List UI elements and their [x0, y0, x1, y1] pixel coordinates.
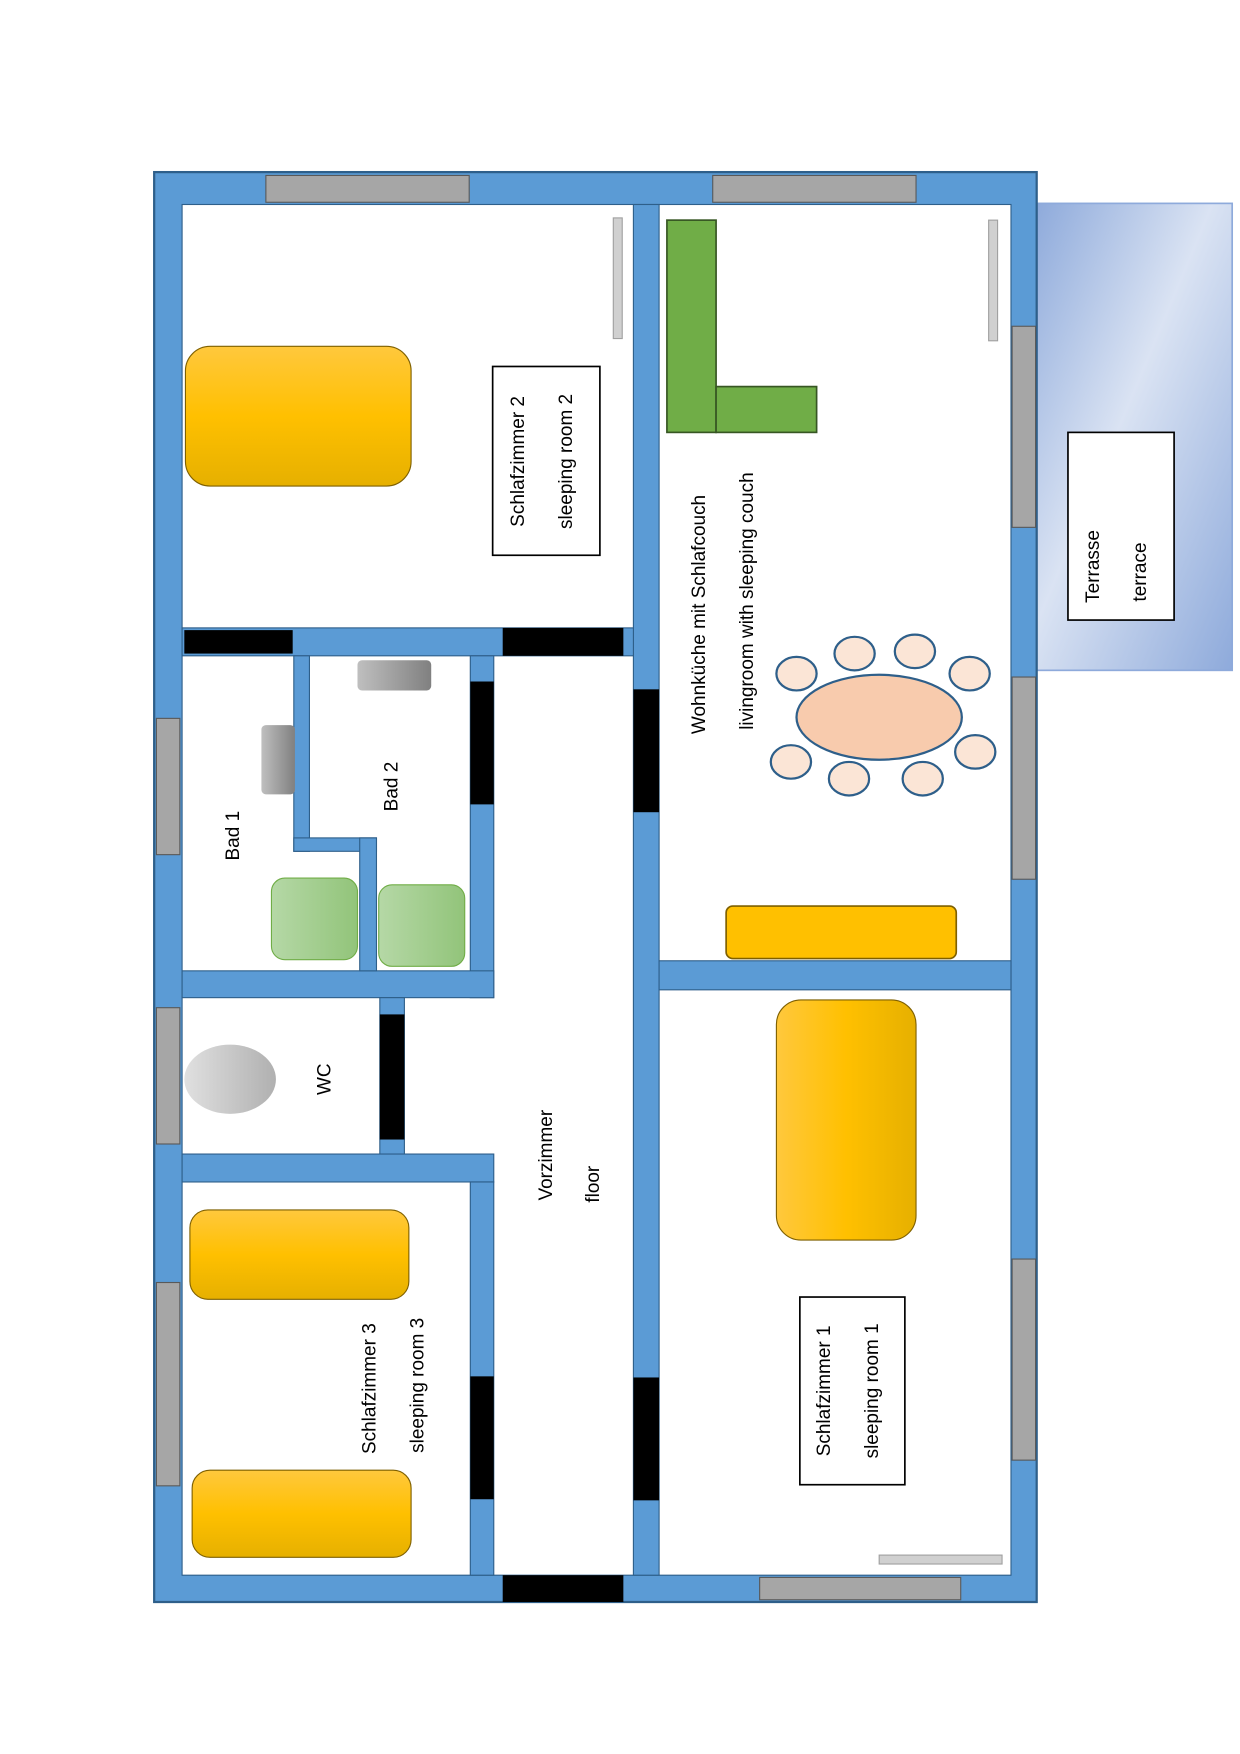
bed-bedroom3-b — [191, 1469, 412, 1558]
bedroom3-label-de: Schlafzimmer 3 — [359, 1323, 380, 1454]
door — [184, 630, 293, 654]
bed-bedroom3-a — [189, 1209, 410, 1300]
chair — [769, 744, 813, 780]
door — [379, 1014, 405, 1140]
bed-bedroom1 — [775, 999, 917, 1241]
label-box-terrace — [1067, 431, 1175, 621]
door — [470, 681, 494, 805]
window — [155, 1281, 181, 1487]
chair — [901, 760, 944, 797]
door — [633, 1377, 660, 1501]
toilet — [184, 1044, 276, 1114]
bedroom1-label-de: Schlafzimmer 1 — [814, 1325, 835, 1456]
terrace-label-de: Terrasse — [1083, 530, 1104, 603]
window — [1011, 676, 1037, 880]
bed-bedroom2 — [184, 345, 412, 487]
bedroom1-label-en: sleeping room 1 — [862, 1323, 883, 1458]
chair — [833, 635, 876, 672]
shower-bath2 — [378, 884, 466, 967]
chair — [954, 734, 997, 770]
bedroom3-label-en: sleeping room 3 — [407, 1318, 428, 1453]
couch-short — [715, 385, 818, 434]
window — [1011, 325, 1037, 528]
radiator — [988, 219, 999, 342]
hall-label-de: Vorzimmer — [536, 1110, 557, 1201]
door — [633, 689, 660, 813]
hall-label-en: floor — [583, 1166, 604, 1203]
window — [759, 1576, 962, 1601]
window — [1011, 1258, 1037, 1461]
kitchen-counter — [725, 905, 958, 960]
entrance-door — [502, 1575, 624, 1603]
chair — [775, 655, 818, 692]
doors — [184, 627, 660, 1603]
dining-set — [769, 633, 997, 797]
couch-long — [666, 219, 717, 434]
wc-label: WC — [315, 1063, 336, 1095]
terrace-label-en: terrace — [1130, 542, 1151, 601]
bedroom2-label-en: sleeping room 2 — [556, 394, 577, 529]
label-box-bedroom1 — [799, 1296, 906, 1486]
label-box-bedroom2 — [491, 365, 601, 557]
window — [712, 174, 917, 203]
chair — [893, 633, 937, 670]
door — [502, 627, 624, 656]
radiator — [878, 1554, 1003, 1565]
sink-bath2 — [357, 660, 432, 691]
sink-bath1 — [261, 725, 295, 795]
shower-bath1 — [270, 877, 359, 961]
windows — [155, 174, 1037, 1601]
window — [155, 717, 181, 856]
bath1-label: Bad 1 — [223, 811, 244, 861]
chair — [827, 760, 871, 797]
window — [155, 1007, 181, 1145]
living-label-de: Wohnküche mit Schlafcouch — [689, 495, 710, 734]
bath2-label: Bad 2 — [382, 762, 403, 812]
living-label-en: livingroom with sleeping couch — [737, 472, 758, 729]
bedroom2-label-de: Schlafzimmer 2 — [508, 396, 529, 527]
radiator — [612, 217, 623, 340]
window — [265, 174, 470, 203]
door — [470, 1376, 494, 1500]
chair — [948, 655, 991, 692]
dining-table — [795, 673, 963, 761]
